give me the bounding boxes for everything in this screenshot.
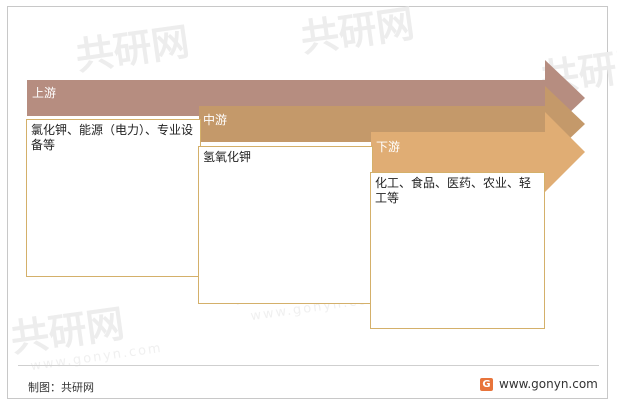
site-mark: G www.gonyn.com xyxy=(480,377,598,391)
brand-logo-icon: G xyxy=(480,377,493,391)
upstream-arrow xyxy=(27,60,585,136)
upstream-content: 氯化钾、能源（电力）、专业设备等 xyxy=(31,123,194,152)
stage-label-upstream: 上游 xyxy=(32,86,57,100)
midstream-box: 氢氧化钾 xyxy=(198,146,373,304)
downstream-box: 化工、食品、医药、农业、轻工等 xyxy=(370,172,545,329)
stage-label-downstream: 下游 xyxy=(376,140,401,154)
site-url[interactable]: www.gonyn.com xyxy=(499,377,598,391)
upstream-box: 氯化钾、能源（电力）、专业设备等 xyxy=(26,119,201,277)
stage-label-midstream: 中游 xyxy=(203,113,228,127)
midstream-content: 氢氧化钾 xyxy=(203,150,252,164)
downstream-content: 化工、食品、医药、农业、轻工等 xyxy=(375,176,532,205)
footer-divider xyxy=(18,365,599,366)
midstream-arrow xyxy=(199,86,585,162)
source-credit: 制图：共研网 xyxy=(28,381,94,394)
